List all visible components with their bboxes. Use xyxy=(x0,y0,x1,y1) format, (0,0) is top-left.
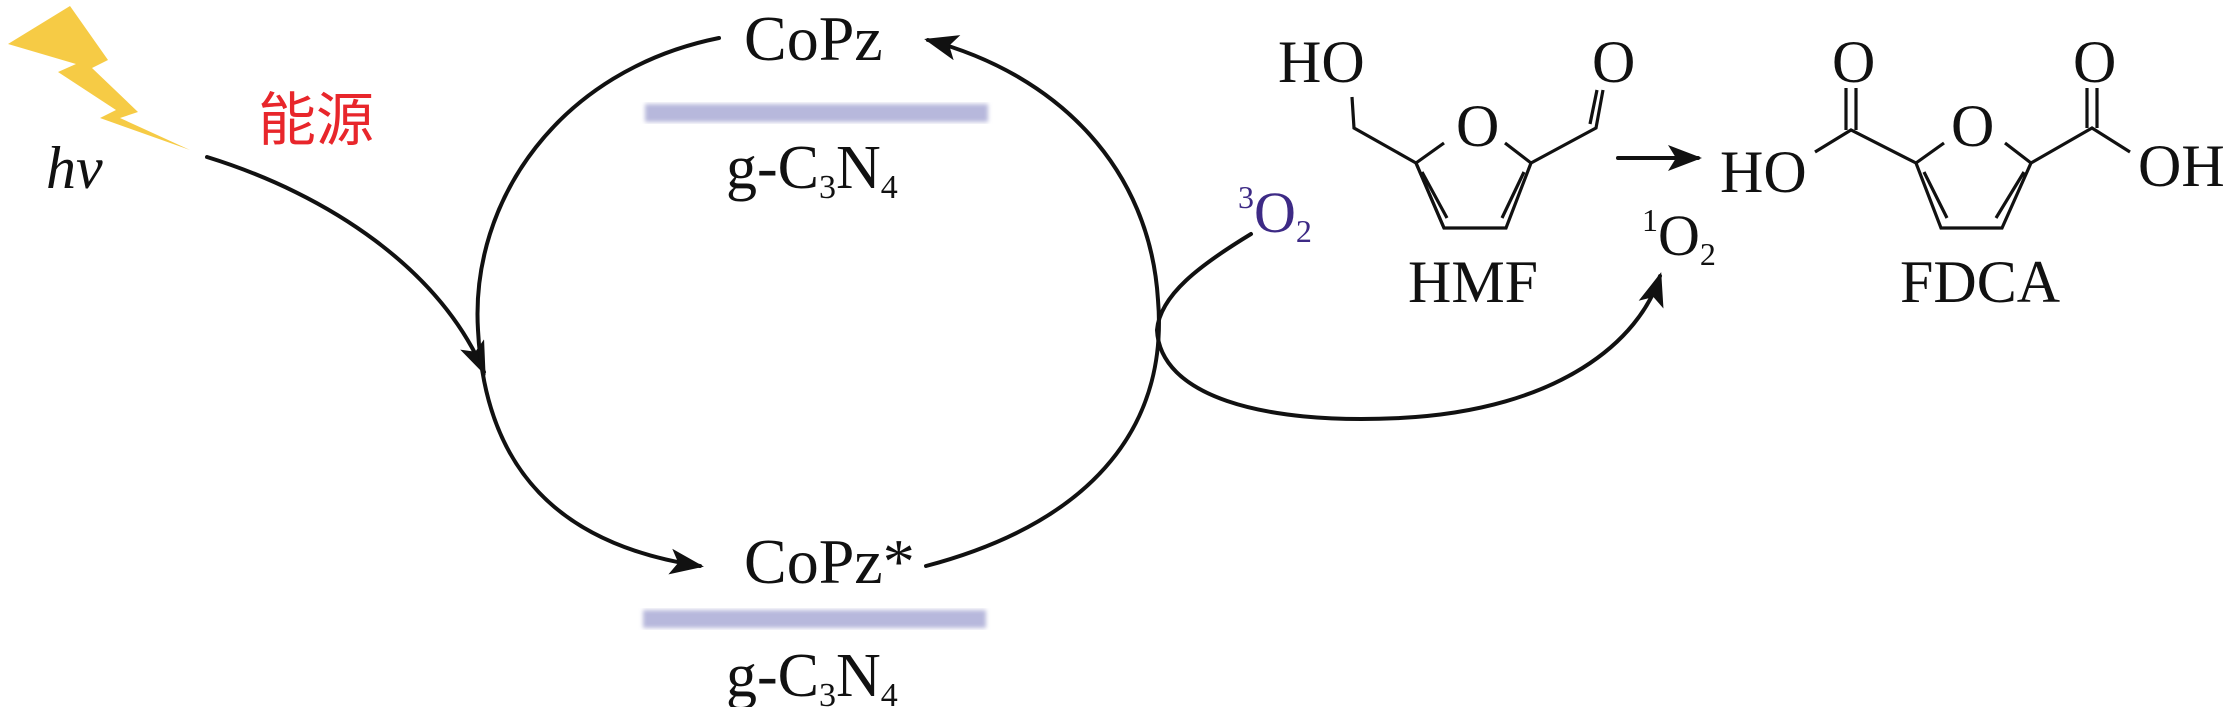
copz-excited-label: CoPz* xyxy=(744,526,915,597)
hmf-ho-label: HO xyxy=(1278,29,1365,95)
fdca-label: FDCA xyxy=(1900,249,2060,315)
fdca-structure: HO O O O OH xyxy=(1720,29,2225,230)
oxygen-conversion-arrow xyxy=(1154,232,1664,421)
singlet-oxygen-label: 1O2 xyxy=(1642,202,1716,272)
support-label-top: g-C3N4 xyxy=(726,134,898,206)
hmf-label: HMF xyxy=(1408,249,1538,315)
hmf-structure: HO O O xyxy=(1278,29,1635,230)
left-cycle-arrow xyxy=(475,36,721,575)
support-label-bottom: g-C3N4 xyxy=(726,642,898,707)
support-bar-top xyxy=(645,104,988,122)
support-bar-bottom xyxy=(643,610,986,628)
hmf-aldehyde-o-label: O xyxy=(1592,29,1635,95)
fdca-ring-o-label: O xyxy=(1951,93,1994,159)
fdca-carbonyl-o-left: O xyxy=(1832,29,1875,95)
fdca-oh-label: OH xyxy=(2138,133,2225,199)
hmf-ring-o-label: O xyxy=(1456,93,1499,159)
copz-ground-label: CoPz xyxy=(744,3,883,74)
fdca-ho-label: HO xyxy=(1720,139,1807,205)
fdca-carbonyl-o-right: O xyxy=(2073,29,2116,95)
light-label: hν xyxy=(46,135,103,201)
excitation-arrow xyxy=(205,155,486,376)
triplet-oxygen-label: 3O2 xyxy=(1238,179,1312,249)
right-cycle-arrow xyxy=(924,35,1161,568)
lightning-icon xyxy=(8,6,190,150)
energy-source-label: 能源 xyxy=(258,86,374,154)
